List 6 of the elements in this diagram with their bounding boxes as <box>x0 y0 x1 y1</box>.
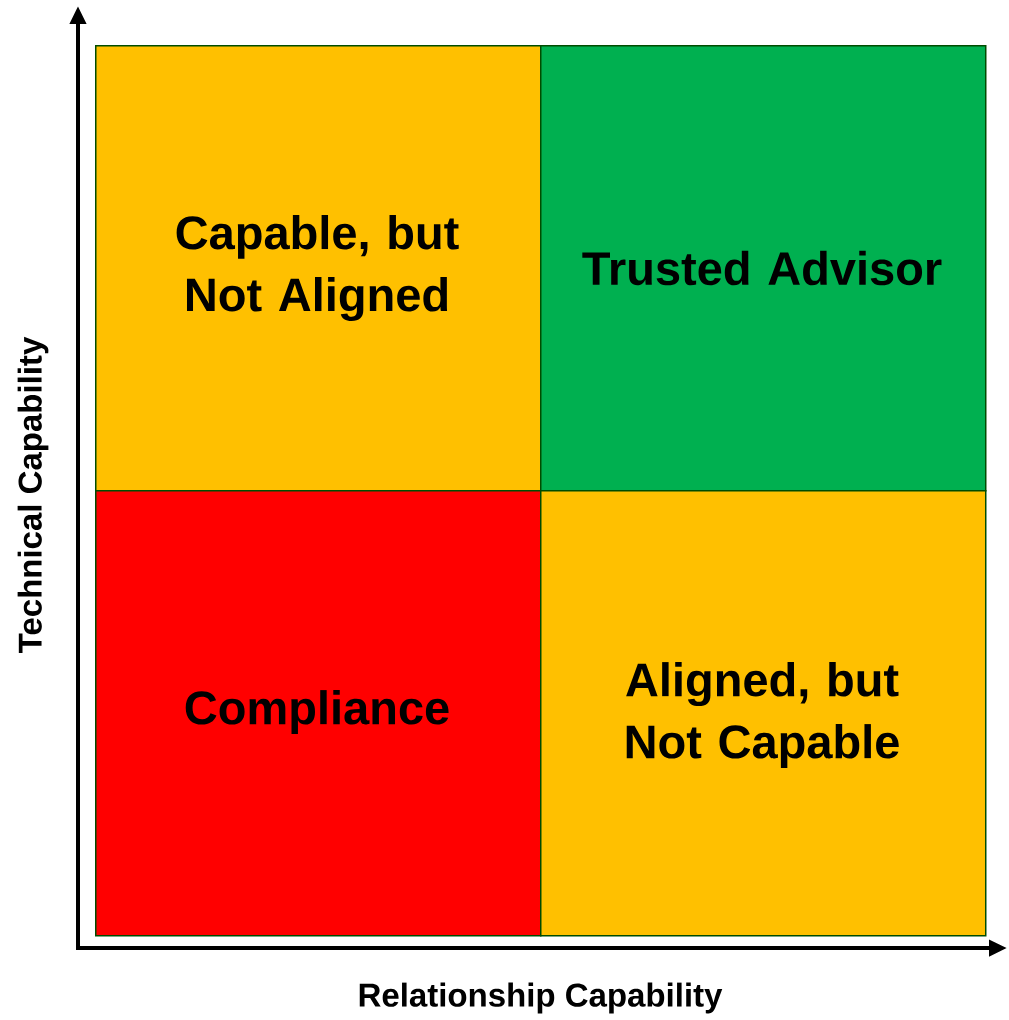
axis-title: Technical Capability <box>17 336 49 653</box>
quadrant-box: Trusted Advisor <box>540 45 987 492</box>
quadrant-box: Compliance <box>95 490 542 937</box>
quadrant-box: Aligned, but Not Capable <box>540 490 987 937</box>
quadrant-box: Capable, but Not Aligned <box>95 45 542 492</box>
axis-title: Relationship Capability <box>359 982 723 1014</box>
